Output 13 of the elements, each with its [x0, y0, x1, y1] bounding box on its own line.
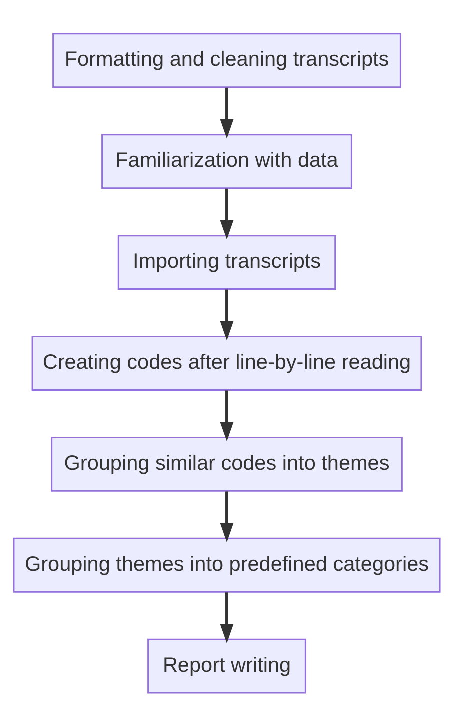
arrow — [220, 289, 234, 340]
arrow — [220, 592, 234, 643]
node-box: Importing transcripts — [118, 234, 336, 290]
node-box: Report writing — [148, 638, 306, 694]
node-box: Grouping similar codes into themes — [51, 436, 403, 492]
arrow — [220, 390, 234, 442]
node-box: Grouping themes into predefined categories — [13, 537, 441, 592]
node-box: Creating codes after line-by-line reading — [32, 336, 422, 390]
arrow — [220, 188, 234, 240]
arrow — [220, 491, 234, 542]
node-box: Formatting and cleaning transcripts — [52, 32, 402, 88]
node-box: Familiarization with data — [102, 134, 352, 189]
arrow — [220, 87, 234, 138]
